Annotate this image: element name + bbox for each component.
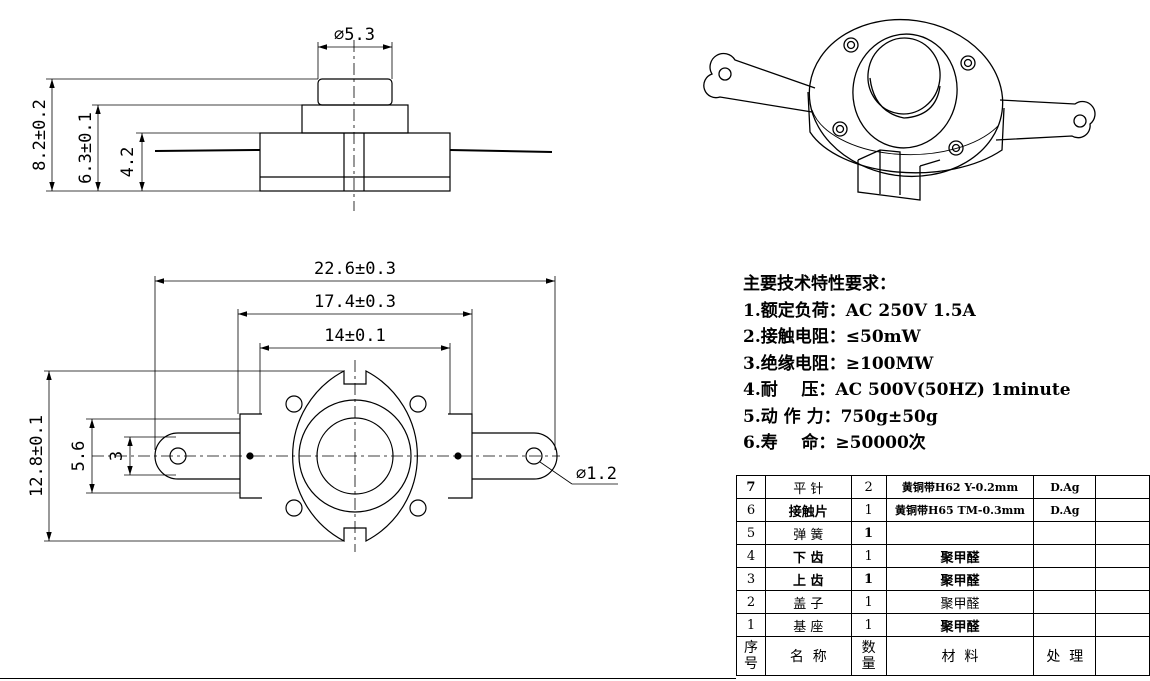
plan-body-outline: [292, 370, 418, 542]
bom-name: 盖 子: [764, 590, 852, 614]
dim-height-plan: 12.8±0.1: [27, 415, 47, 497]
bom-material: 黄铜带H62 Y-0.2mm: [885, 475, 1035, 499]
dim-height-total: 8.2±0.2: [30, 99, 50, 171]
dim-width-body: 14±0.1: [324, 326, 385, 346]
bom-header-treatment: 处 理: [1033, 636, 1097, 676]
plan-dimensions: [44, 276, 618, 542]
spec-line: 4.耐 压：AC 500V(50HZ) 1minute: [743, 380, 1071, 400]
table-row: 6 接触片 1 黄铜带H65 TM-0.3mm D.Ag: [736, 498, 1150, 522]
spec-line: 6.寿 命：≥50000次: [743, 433, 926, 453]
bom-extra: [1095, 613, 1150, 637]
side-pin-right: [449, 149, 553, 153]
bom-extra: [1095, 567, 1150, 591]
table-row: 5 弹 簧 1: [736, 521, 1150, 545]
bom-treatment: [1033, 590, 1097, 614]
bom-name: 下 齿: [764, 544, 852, 568]
plan-view: [92, 360, 560, 552]
bom-qty: 1: [850, 544, 887, 568]
bom-name: 弹 簧: [764, 521, 852, 545]
plan-mount-hole: [285, 499, 303, 517]
plan-mount-hole: [409, 499, 427, 517]
bom-header-qty: 数 量: [850, 636, 887, 676]
dim-tab-inner: 3: [107, 451, 127, 461]
dim-height-body: 6.3±0.1: [76, 112, 96, 184]
iso-slot-block: [857, 149, 941, 201]
bom-header-no: 序 号: [736, 636, 766, 676]
bom-extra: [1095, 636, 1150, 676]
plan-mount-hole: [285, 395, 303, 413]
bom-material: 黄铜带H65 TM-0.3mm: [885, 498, 1035, 522]
side-dimensions: [46, 42, 393, 192]
bom-qty: 1: [850, 613, 887, 637]
iso-lug-right: [995, 99, 1096, 141]
table-row: 2 盖 子 1 聚甲醛: [736, 590, 1150, 614]
bom-material: 聚甲醛: [885, 544, 1035, 568]
bom-no: 6: [736, 498, 766, 522]
bom-name: 基 座: [764, 613, 852, 637]
bom-treatment: D.Ag: [1033, 498, 1097, 522]
bom-extra: [1095, 590, 1150, 614]
bom-qty: 1: [850, 521, 887, 545]
bom-header-material: 材 料: [885, 636, 1035, 676]
bom-qty: 1: [850, 590, 887, 614]
plan-hole-right: [525, 447, 543, 465]
bom-no: 1: [736, 613, 766, 637]
bom-material: 聚甲醛: [885, 567, 1035, 591]
bom-material: 聚甲醛: [885, 613, 1035, 637]
dim-width-holes: 17.4±0.3: [314, 292, 396, 312]
dim-top-diameter: ⌀5.3: [334, 25, 375, 45]
spec-title: 主要技术特性要求：: [743, 274, 896, 294]
isometric-view: [703, 18, 1096, 201]
bom-table: 7 平 针 2 黄铜带H62 Y-0.2mm D.Ag 6 接触片 1 黄铜带H…: [736, 475, 1150, 676]
bom-material: [885, 521, 1035, 545]
bom-extra: [1095, 521, 1150, 545]
dim-hole-diameter: ⌀1.2: [576, 464, 617, 484]
bom-treatment: D.Ag: [1033, 475, 1097, 499]
table-header-row: 序 号 名 称 数 量 材 料 处 理: [736, 636, 1150, 676]
bom-no: 5: [736, 521, 766, 545]
bom-extra: [1095, 475, 1150, 499]
iso-button: [867, 37, 941, 115]
bom-qty: 1: [850, 498, 887, 522]
bom-name: 接触片: [764, 498, 852, 522]
side-button: [317, 78, 393, 106]
bom-no: 7: [736, 475, 766, 499]
spec-line: 3.绝缘电阻：≥100MW: [743, 353, 934, 374]
iso-top-face: [808, 18, 1004, 178]
spec-line: 5.动 作 力：750g±50g: [743, 406, 938, 427]
dim-tab-width: 5.6: [69, 441, 89, 472]
bom-no: 2: [736, 590, 766, 614]
table-row: 1 基 座 1 聚甲醛: [736, 613, 1150, 637]
bom-treatment: [1033, 613, 1097, 637]
bom-no: 4: [736, 544, 766, 568]
bom-treatment: [1033, 567, 1097, 591]
side-base: [259, 132, 451, 192]
table-row: 7 平 针 2 黄铜带H62 Y-0.2mm D.Ag: [736, 475, 1150, 499]
bom-treatment: [1033, 544, 1097, 568]
spec-list: 主要技术特性要求： 1.额定负荷：AC 250V 1.5A 2.接触电阻：≤50…: [743, 271, 1071, 457]
dim-height-base: 4.2: [118, 147, 138, 178]
bom-no: 3: [736, 567, 766, 591]
side-view: [154, 40, 553, 211]
bom-qty: 2: [850, 475, 887, 499]
dim-width-overall: 22.6±0.3: [314, 259, 396, 279]
bom-extra: [1095, 544, 1150, 568]
side-cap: [301, 104, 409, 134]
table-row: 3 上 齿 1 聚甲醛: [736, 567, 1150, 591]
bom-treatment: [1033, 521, 1097, 545]
bom-qty: 1: [850, 567, 887, 591]
plan-mount-hole: [409, 395, 427, 413]
bottom-rule: [0, 678, 736, 679]
bom-name: 平 针: [764, 475, 852, 499]
side-pin-left: [154, 149, 261, 152]
bom-extra: [1095, 498, 1150, 522]
bom-header-name: 名 称: [764, 636, 852, 676]
iso-lug-left: [703, 52, 816, 113]
bom-name: 上 齿: [764, 567, 852, 591]
spec-line: 2.接触电阻：≤50mW: [743, 327, 921, 347]
table-row: 4 下 齿 1 聚甲醛: [736, 544, 1150, 568]
spec-line: 1.额定负荷：AC 250V 1.5A: [743, 300, 976, 321]
bom-material: 聚甲醛: [885, 590, 1035, 614]
